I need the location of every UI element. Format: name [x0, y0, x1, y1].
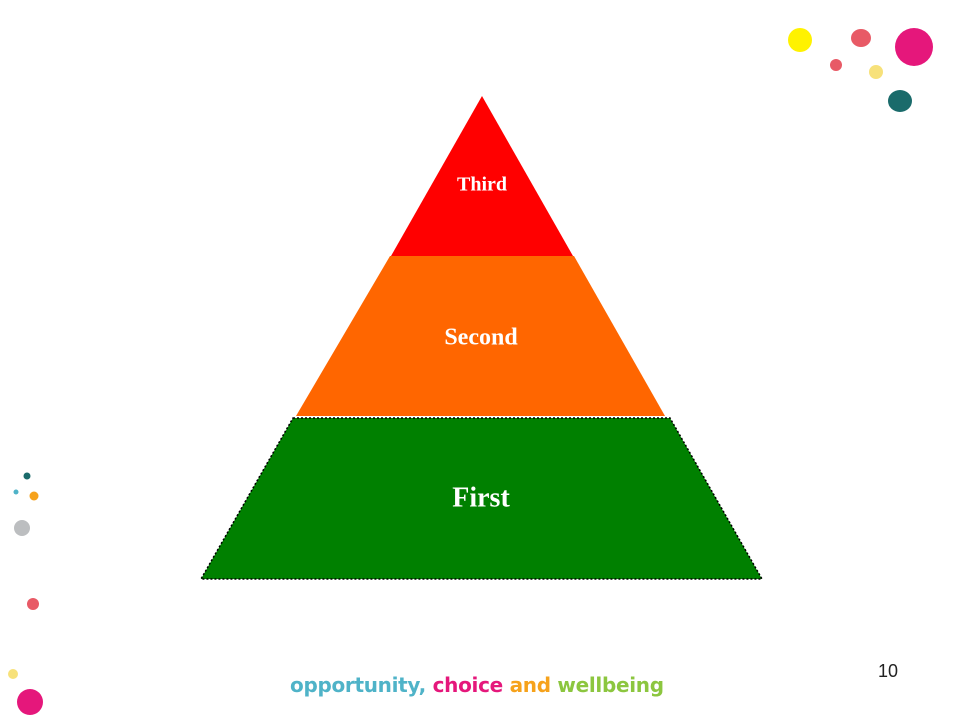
- decor-dot: [17, 689, 43, 715]
- decor-dot: [29, 491, 39, 501]
- decor-dot: [13, 489, 19, 495]
- tier-label-second: Second: [444, 325, 518, 351]
- decor-dot: [27, 598, 39, 610]
- tagline-word-and: and: [509, 673, 551, 697]
- decor-dot: [851, 29, 871, 47]
- tagline-word-choice: choice: [432, 673, 504, 697]
- decor-dot: [23, 472, 31, 480]
- pyramid-tier-first: [199, 417, 764, 580]
- tagline-word-wellbeing: wellbeing: [557, 673, 664, 697]
- footer-tagline: opportunity, choice and wellbeing: [290, 673, 664, 697]
- slide-number: 10: [878, 661, 899, 681]
- decor-dot: [888, 90, 912, 112]
- decor-dot: [830, 59, 842, 71]
- decorative-dots-left: [8, 472, 43, 715]
- tier-label-third: Third: [457, 174, 507, 196]
- decorative-dots-top-right: [788, 28, 933, 112]
- decor-dot: [788, 28, 812, 52]
- pyramid-tier-second: [296, 256, 665, 416]
- tagline-word-opportunity: opportunity,: [290, 673, 426, 697]
- decor-dot: [895, 28, 933, 66]
- pyramid-tier-third: [391, 96, 573, 256]
- tier-label-first: First: [452, 482, 510, 513]
- decor-dot: [14, 520, 30, 536]
- decor-dot: [869, 65, 883, 79]
- decor-dot: [8, 669, 18, 679]
